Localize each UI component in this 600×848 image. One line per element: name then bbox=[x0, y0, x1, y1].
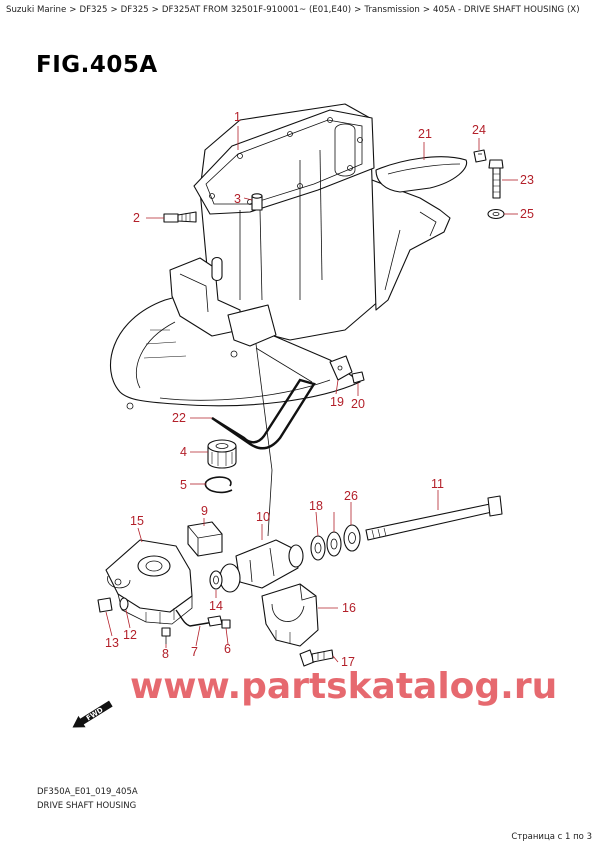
mount-10-drawing[interactable] bbox=[219, 539, 304, 593]
breadcrumb-item-transmission[interactable]: Transmission bbox=[364, 5, 420, 15]
dowel-3-drawing[interactable] bbox=[251, 193, 263, 211]
callout-labels: 1 2 3 4 5 6 7 8 9 10 11 12 13 14 15 16 1… bbox=[105, 110, 534, 669]
drawing-name: DRIVE SHAFT HOUSING bbox=[37, 801, 137, 811]
callout-14[interactable]: 14 bbox=[209, 599, 223, 613]
callout-18[interactable]: 18 bbox=[309, 499, 323, 513]
breadcrumb-current: 405A - DRIVE SHAFT HOUSING (X) bbox=[433, 5, 580, 15]
callout-1[interactable]: 1 bbox=[234, 110, 241, 124]
washer-18-drawing[interactable] bbox=[310, 535, 326, 561]
figure-title: FIG.405A bbox=[36, 52, 158, 78]
screw-6-drawing[interactable] bbox=[221, 619, 231, 629]
breadcrumb-item-suzuki-marine[interactable]: Suzuki Marine bbox=[6, 5, 67, 15]
washer-12-drawing[interactable] bbox=[119, 597, 129, 611]
callout-4[interactable]: 4 bbox=[180, 445, 187, 459]
breadcrumb-separator: > bbox=[354, 5, 362, 15]
bolt-24-drawing[interactable] bbox=[473, 149, 487, 163]
breadcrumb-separator: > bbox=[422, 5, 431, 15]
callout-5[interactable]: 5 bbox=[180, 478, 187, 492]
washer-26-drawing[interactable] bbox=[343, 524, 361, 552]
breadcrumb-item-serial-range[interactable]: DF325AT FROM 32501F-910001~ (E01,E40) bbox=[161, 5, 352, 15]
callout-11[interactable]: 11 bbox=[431, 477, 444, 491]
watermark: www.partskatalog.ru bbox=[130, 666, 557, 707]
screw-8-drawing[interactable] bbox=[161, 627, 171, 644]
bolt-17-drawing[interactable] bbox=[299, 649, 334, 667]
callout-3[interactable]: 3 bbox=[234, 192, 241, 206]
callout-17[interactable]: 17 bbox=[341, 655, 355, 669]
screw-20-drawing[interactable] bbox=[351, 371, 365, 384]
callout-7[interactable]: 7 bbox=[191, 645, 198, 659]
leader-lines bbox=[105, 126, 518, 663]
callout-8[interactable]: 8 bbox=[162, 647, 169, 661]
washer-25-drawing[interactable] bbox=[487, 208, 505, 220]
breadcrumb-item-df325-model[interactable]: DF325 bbox=[120, 5, 149, 15]
circlip-5-drawing[interactable] bbox=[204, 476, 233, 494]
breadcrumb-separator: > bbox=[151, 5, 159, 15]
bolt-23-drawing[interactable] bbox=[488, 159, 504, 199]
nut-13-drawing[interactable] bbox=[97, 597, 113, 613]
breadcrumb-separator: > bbox=[110, 5, 118, 15]
callout-24[interactable]: 24 bbox=[472, 123, 486, 137]
lower-mount-housing-15-drawing[interactable] bbox=[105, 539, 193, 625]
callout-23[interactable]: 23 bbox=[520, 173, 534, 187]
clamp-16-drawing[interactable] bbox=[261, 583, 319, 647]
breadcrumb-separator: > bbox=[69, 5, 77, 15]
callout-15[interactable]: 15 bbox=[130, 514, 144, 528]
breadcrumb: Suzuki Marine>DF325>DF325>DF325AT FROM 3… bbox=[6, 5, 596, 15]
callout-21[interactable]: 21 bbox=[418, 127, 432, 141]
callout-9[interactable]: 9 bbox=[201, 504, 208, 518]
callout-26[interactable]: 26 bbox=[344, 489, 358, 503]
drawing-code: DF350A_E01_019_405A bbox=[37, 787, 138, 797]
fwd-arrow-icon: FWD bbox=[72, 700, 113, 728]
callout-6[interactable]: 6 bbox=[224, 642, 231, 656]
breadcrumb-item-df325[interactable]: DF325 bbox=[79, 5, 108, 15]
cover-drawing[interactable] bbox=[375, 156, 468, 193]
callout-13[interactable]: 13 bbox=[105, 636, 119, 650]
bracket-19-drawing[interactable] bbox=[329, 355, 353, 381]
callout-20[interactable]: 20 bbox=[351, 397, 365, 411]
callout-25[interactable]: 25 bbox=[520, 207, 534, 221]
mount-4-drawing[interactable] bbox=[207, 439, 237, 469]
callout-16[interactable]: 16 bbox=[342, 601, 356, 615]
callout-10[interactable]: 10 bbox=[256, 510, 270, 524]
washer-14-drawing[interactable] bbox=[209, 570, 223, 590]
spacer-9-drawing[interactable] bbox=[187, 521, 223, 557]
through-bolt-11-drawing[interactable] bbox=[365, 495, 503, 541]
seal-22-drawing[interactable] bbox=[211, 347, 316, 450]
washer-18b-drawing[interactable] bbox=[326, 531, 342, 557]
bolt-2-drawing[interactable] bbox=[163, 211, 197, 223]
callout-2[interactable]: 2 bbox=[133, 211, 140, 225]
drive-shaft-housing-drawing[interactable] bbox=[110, 103, 451, 410]
fwd-label: FWD bbox=[85, 706, 105, 723]
callout-19[interactable]: 19 bbox=[330, 395, 344, 409]
callout-12[interactable]: 12 bbox=[123, 628, 137, 642]
pagination-text: Страница с 1 по 3 bbox=[511, 832, 592, 842]
callout-22[interactable]: 22 bbox=[172, 411, 186, 425]
